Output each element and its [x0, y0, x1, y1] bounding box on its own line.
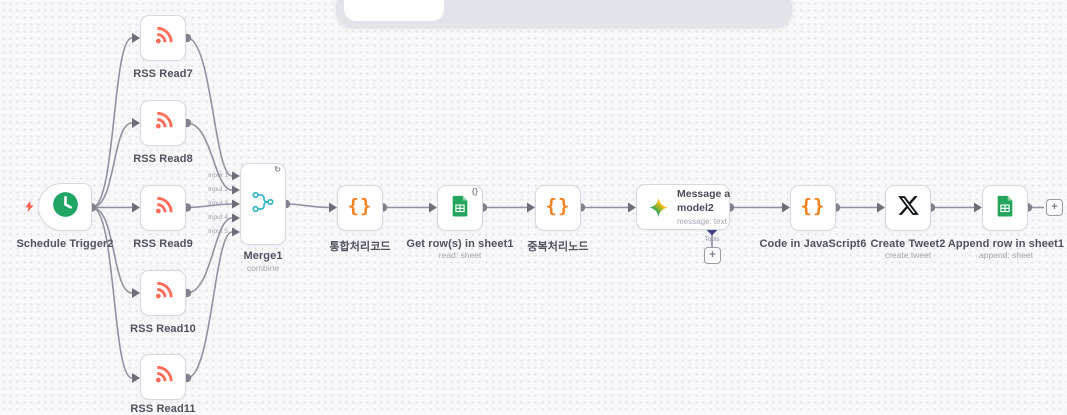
node-label: Schedule Trigger2 [16, 238, 114, 250]
code-braces-icon: {} [347, 195, 373, 217]
rss-icon [152, 279, 175, 307]
x-twitter-icon [897, 194, 920, 222]
node-rss-read10[interactable] [140, 270, 186, 316]
add-tool-button[interactable]: + [704, 247, 721, 264]
merge-input-label: Input 4 [208, 214, 228, 221]
node-append-row-sheet1[interactable] [982, 185, 1028, 231]
node-rss-read9[interactable] [140, 185, 186, 231]
gemini-icon [647, 196, 670, 219]
node-label: RSS Read7 [133, 68, 193, 80]
node-rss-read7[interactable] [140, 15, 186, 61]
node-code-in-javascript6[interactable]: {} [790, 185, 836, 231]
node-message-a-model2[interactable]: Message a model2 message: text [636, 184, 730, 230]
node-label: RSS Read8 [133, 153, 193, 165]
merge-input-label: Input 1 [208, 172, 228, 179]
node-title: Message a model2 [677, 188, 731, 214]
node-code-tonghap[interactable]: {} [337, 185, 383, 231]
node-rss-read11[interactable] [140, 354, 186, 400]
rss-icon [152, 194, 175, 222]
rss-icon [152, 109, 175, 137]
code-braces-icon: {} [545, 195, 571, 217]
code-braces-icon: {} [800, 195, 826, 217]
node-merge1[interactable]: ↻ [240, 163, 286, 245]
google-sheets-icon [995, 195, 1015, 222]
node-subtitle: message: text [677, 216, 727, 226]
active-tab[interactable] [344, 0, 444, 21]
merge-input-label: Input 3 [208, 200, 228, 207]
merge-input-label: Input 5 [208, 228, 228, 235]
clock-icon [52, 191, 79, 223]
node-label: Code in JavaScript6 [759, 238, 867, 250]
node-subtitle: read: sheet [438, 250, 482, 260]
node-label: 중복처리노드 [527, 241, 589, 253]
node-code-jungbok[interactable]: {} [535, 185, 581, 231]
plus-icon: + [1051, 201, 1058, 213]
refresh-badge-icon: ↻ [274, 165, 281, 174]
node-schedule-trigger2[interactable] [38, 183, 92, 231]
node-label: Get row(s) in sheet1 [406, 238, 514, 250]
add-node-button[interactable]: + [1046, 199, 1063, 216]
node-subtitle: create:tweet [884, 250, 932, 260]
node-label: Create Tweet2 [870, 238, 946, 250]
trigger-bolt-icon [23, 199, 36, 219]
node-label: RSS Read10 [130, 323, 196, 335]
node-label: RSS Read9 [133, 238, 193, 250]
merge-input-label: Input 2 [208, 186, 228, 193]
tools-output-label: Tools [704, 236, 720, 243]
google-sheets-icon [450, 195, 470, 222]
node-subtitle: combine [246, 263, 280, 273]
rss-icon [152, 363, 175, 391]
node-rss-read8[interactable] [140, 100, 186, 146]
rss-icon [152, 24, 175, 52]
merge-icon [251, 190, 275, 219]
node-get-rows-sheet1[interactable]: {} [437, 185, 483, 231]
node-label: Merge1 [243, 250, 283, 262]
node-create-tweet2[interactable] [885, 185, 931, 231]
plus-icon: + [709, 249, 716, 261]
node-label: Append row in sheet1 [947, 238, 1065, 250]
node-label: RSS Read11 [130, 403, 196, 415]
node-subtitle: append: sheet [979, 250, 1033, 260]
node-label: 통합처리코드 [329, 241, 391, 253]
braces-badge-icon: {} [471, 187, 478, 196]
